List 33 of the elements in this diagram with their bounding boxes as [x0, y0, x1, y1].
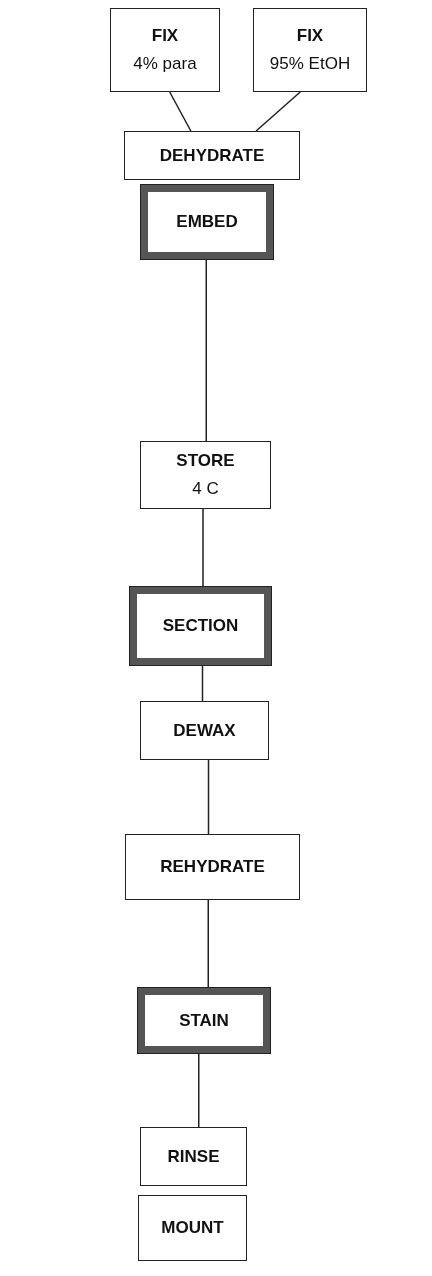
connector-line	[207, 759, 210, 835]
process-box	[141, 185, 273, 259]
connector-line	[168, 91, 192, 132]
step-label: EMBED	[176, 211, 238, 233]
step-label: STAIN	[179, 1009, 229, 1032]
process-box	[124, 131, 300, 180]
connector-line	[205, 258, 207, 442]
process-box	[138, 988, 270, 1053]
step-note: 4% para	[133, 53, 197, 75]
step-label: REHYDRATE	[160, 856, 265, 878]
step-note: 4 C	[192, 478, 219, 500]
step-label: FIX	[296, 25, 324, 47]
step-label: MOUNT	[161, 1217, 224, 1239]
step-label: DEHYDRATE	[159, 144, 265, 167]
connector-line	[207, 899, 209, 989]
process-box	[125, 834, 300, 900]
connector-line	[198, 1052, 200, 1128]
process-box	[253, 8, 367, 92]
step-label: SECTION	[162, 615, 239, 637]
step-label: DEWAX	[173, 719, 236, 742]
process-box	[138, 1195, 247, 1261]
process-box	[140, 441, 271, 509]
step-label: RINSE	[167, 1145, 220, 1168]
step-note: 95% EtOH	[269, 53, 351, 75]
connector-line	[202, 508, 204, 588]
process-box	[140, 1127, 247, 1186]
connector-line	[201, 664, 204, 702]
step-label: STORE	[176, 450, 235, 472]
connector-line	[255, 91, 301, 132]
process-box	[140, 701, 269, 760]
step-label: FIX	[151, 25, 179, 47]
process-box	[130, 587, 271, 665]
process-box	[110, 8, 220, 92]
